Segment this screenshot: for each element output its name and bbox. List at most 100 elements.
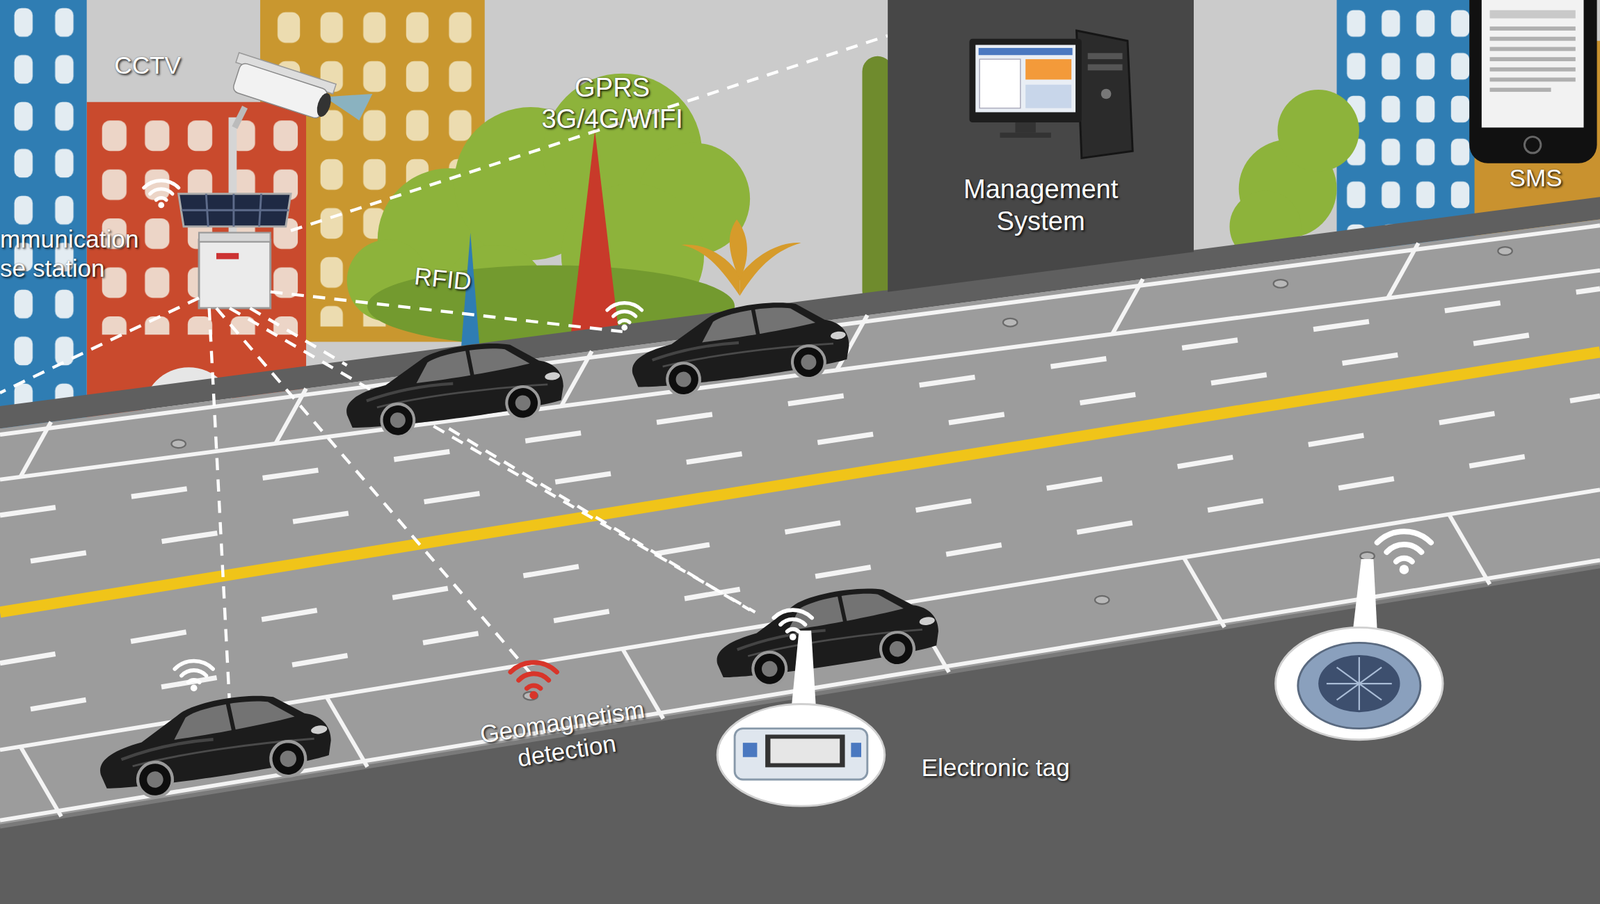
building-windows [0, 0, 82, 419]
stall-line [561, 351, 592, 407]
base-station-node: mmunication se station [178, 188, 291, 309]
screen-line [1490, 87, 1552, 92]
callout-label: CCTV [114, 50, 237, 80]
signal-line [448, 428, 750, 611]
callout-bubble [717, 704, 885, 807]
sensor-stud [171, 439, 186, 448]
stall-line [1387, 243, 1419, 299]
screen-line [1490, 26, 1576, 31]
car [92, 685, 336, 805]
screen-line [1490, 67, 1576, 72]
camera-lens [314, 91, 334, 119]
screen-pane [979, 59, 1021, 108]
station-cabinet [198, 240, 271, 309]
solar-panel [178, 194, 291, 227]
camera-mount [234, 107, 245, 128]
sensor-stud [1273, 279, 1289, 288]
drive-bay [1088, 52, 1123, 60]
management-panel: Management System [887, 0, 1194, 302]
wifi-icon [510, 662, 557, 700]
callout-label: Electronic tag [921, 753, 1147, 783]
stall-line [326, 697, 368, 768]
screen-bar [978, 48, 1073, 55]
tag-device [734, 729, 868, 780]
base-station [178, 52, 373, 309]
phone-screen [1481, 0, 1584, 128]
phone [1469, 0, 1597, 164]
sensor-stud [1360, 552, 1375, 561]
camera-body [231, 61, 329, 120]
wifi-icon [607, 303, 643, 332]
node-label: Management System [938, 173, 1143, 238]
stall-line [1112, 278, 1143, 334]
callout-label: Geomagnetism detection [438, 688, 691, 785]
screen-pane [1025, 84, 1072, 109]
monitor-stand [1015, 122, 1036, 133]
callout-label: SMS [1484, 163, 1587, 193]
car [709, 578, 943, 693]
stall-line [1184, 557, 1226, 629]
cctv-camera [226, 52, 337, 122]
stall-line [20, 747, 62, 818]
wifi-icon [174, 661, 213, 693]
sensor-studs [171, 246, 1512, 700]
tag-button [742, 742, 758, 758]
monitor-screen [975, 45, 1076, 113]
computer-tower [1076, 30, 1134, 158]
panel-grid [181, 194, 289, 227]
building-windows [93, 114, 298, 335]
leaf [739, 242, 801, 297]
tag-button [850, 742, 862, 758]
wifi-icon [1377, 531, 1431, 575]
phone-body [1469, 0, 1597, 164]
computer-icon [969, 30, 1133, 158]
screen-pane [1025, 59, 1072, 80]
signal-line [0, 297, 199, 393]
callout-label: RFID [413, 261, 528, 303]
power-button [1101, 89, 1112, 100]
plant [681, 219, 802, 296]
signal-line [209, 308, 230, 704]
phone-button [1524, 137, 1541, 154]
cabinet-top [198, 233, 271, 243]
callout-label: GPRS 3G/4G/WIFI [509, 71, 714, 136]
screen-line [1490, 10, 1576, 19]
sensor-disc [1298, 642, 1421, 729]
screen-line [1490, 46, 1576, 51]
signal-connector [290, 35, 888, 231]
building-windows [1338, 4, 1472, 236]
tag-screen [765, 734, 845, 768]
monitor [969, 38, 1082, 123]
signal-line [249, 308, 347, 366]
drive-bay [1088, 64, 1123, 71]
tag-callout [717, 630, 885, 807]
sensor-core [1318, 655, 1400, 713]
car [626, 293, 853, 403]
signal-lines [0, 292, 755, 705]
tree [1277, 89, 1359, 172]
screen-line [1490, 57, 1576, 62]
cabinet-logo [216, 253, 239, 260]
stall-line [20, 422, 51, 478]
callout-pointer [1352, 559, 1379, 638]
sensor-stud [1497, 246, 1513, 256]
leaf [729, 219, 748, 281]
callout-pointer [790, 630, 817, 715]
camera-beam [324, 93, 373, 121]
parking-stalls [0, 225, 1600, 821]
car [340, 334, 567, 444]
signal-line [270, 292, 623, 332]
sensor-grid [1326, 657, 1392, 711]
node-label: mmunication se station [0, 224, 164, 284]
stall-line [1449, 514, 1491, 586]
sensor-stud [1003, 318, 1018, 327]
screen-line [1490, 36, 1576, 42]
road [0, 219, 1600, 827]
